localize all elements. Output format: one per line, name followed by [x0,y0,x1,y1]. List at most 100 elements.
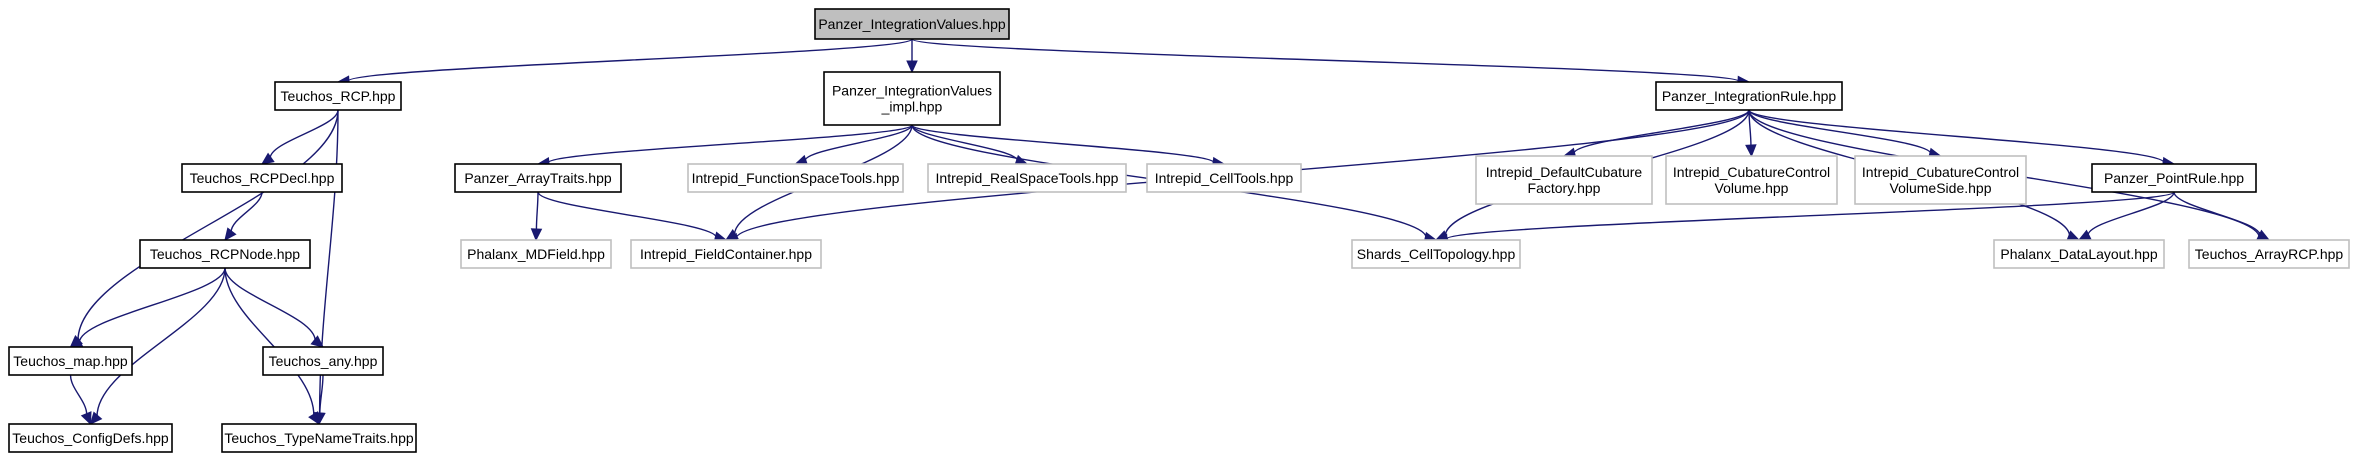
arrowhead [906,60,918,74]
edge-line [911,124,1215,164]
node-box [814,8,1010,40]
edge-rcp-to-map [69,109,339,348]
node-label: Intrepid_FunctionSpaceTools.hpp [692,170,900,186]
edge-rcpnode-to-typename [224,267,320,426]
node-rstools: Intrepid_RealSpaceTools.hpp [927,163,1127,193]
node-configdefs[interactable]: Teuchos_ConfigDefs.hpp [8,423,173,453]
edge-line [78,267,226,343]
node-mdfield: Phalanx_MDField.hpp [460,239,612,269]
edge-line [224,267,315,416]
edge-impl-to-fstools [794,124,913,166]
node-box [687,163,904,193]
node-label: Teuchos_ConfigDefs.hpp [12,430,169,446]
edge-map-to-configdefs [69,374,92,426]
node-label: Teuchos_RCPNode.hpp [150,246,300,262]
edge-line [1445,191,2175,241]
edge-line [1573,109,1750,154]
node-label: Teuchos_ArrayRCP.hpp [2195,246,2344,262]
edge-root-to-irule [911,38,1751,88]
node-map[interactable]: Teuchos_map.hpp [8,346,133,376]
node-label: Panzer_ArrayTraits.hpp [464,170,612,186]
edge-line [804,124,913,162]
nodes-layer: Panzer_IntegrationValues.hppTeuchos_RCP.… [8,8,2350,453]
edge-rcpnode-to-map [69,267,226,348]
node-celltools: Intrepid_CellTools.hpp [1146,163,1302,193]
edge-line [347,38,913,82]
node-datalayout: Phalanx_DataLayout.hpp [1993,239,2165,269]
node-box [181,163,343,193]
edge-line [1748,109,1932,155]
node-box [8,346,133,376]
edge-line [224,267,316,341]
node-label: Panzer_IntegrationRule.hpp [1662,88,1837,104]
node-box [460,239,612,269]
node-box [2091,163,2257,193]
node-box [1655,81,1843,111]
node-box [454,163,622,193]
node-pointrule[interactable]: Panzer_PointRule.hpp [2091,163,2257,193]
node-label: _impl.hpp [881,99,943,115]
node-irule[interactable]: Panzer_IntegrationRule.hpp [1655,81,1843,111]
node-label: Panzer_IntegrationValues [832,83,992,99]
node-box [1475,155,1653,205]
edge-line [230,191,263,233]
node-label: Intrepid_DefaultCubature [1486,164,1643,180]
node-fieldcontainer: Intrepid_FieldContainer.hpp [630,239,822,269]
edge-line [269,109,339,159]
node-impl[interactable]: Panzer_IntegrationValues_impl.hpp [823,71,1001,126]
edge-line [537,191,718,238]
node-label: Teuchos_RCPDecl.hpp [190,170,335,186]
node-label: Intrepid_RealSpaceTools.hpp [936,170,1119,186]
node-label: Teuchos_map.hpp [13,353,128,369]
edge-line [1748,109,2165,164]
node-label: Panzer_PointRule.hpp [2104,170,2244,186]
node-label: Phalanx_DataLayout.hpp [2000,246,2157,262]
node-any[interactable]: Teuchos_any.hpp [262,346,384,376]
edge-arraytraits-to-fieldcontainer [537,191,728,243]
node-box [1854,155,2027,205]
node-box [1665,155,1838,205]
node-rcpnode[interactable]: Teuchos_RCPNode.hpp [139,239,311,269]
node-label: Intrepid_CubatureControl [1862,164,2019,180]
edge-line [96,267,226,417]
node-box [1993,239,2165,269]
node-root[interactable]: Panzer_IntegrationValues.hpp [814,8,1010,40]
node-label: Panzer_IntegrationValues.hpp [818,16,1006,32]
node-label: Shards_CellTopology.hpp [1357,246,1516,262]
arrowhead [261,152,275,165]
arrowhead [1745,144,1757,158]
node-label: Teuchos_any.hpp [269,353,378,369]
node-box [823,71,1001,126]
arrowhead [80,411,92,426]
node-box [1146,163,1302,193]
node-box [927,163,1127,193]
node-label: Intrepid_CellTools.hpp [1155,170,1294,186]
edge-any-to-typename [314,374,326,426]
node-celltopology: Shards_CellTopology.hpp [1351,239,1521,269]
edge-line [547,124,913,164]
node-box [8,423,173,453]
node-label: VolumeSide.hpp [1890,180,1992,196]
node-box [1351,239,1521,269]
node-box [221,423,417,453]
edge-line [2087,191,2175,236]
edge-line [77,109,339,341]
node-rcpdecl[interactable]: Teuchos_RCPDecl.hpp [181,163,343,193]
edge-line [535,191,539,231]
arrowhead [224,227,237,241]
edge-rcpdecl-to-rcpnode [224,191,263,241]
node-arraytraits[interactable]: Panzer_ArrayTraits.hpp [454,163,622,193]
node-box [274,81,402,111]
node-typename[interactable]: Teuchos_TypeNameTraits.hpp [221,423,417,453]
node-rcp[interactable]: Teuchos_RCP.hpp [274,81,402,111]
node-label: Teuchos_RCP.hpp [281,88,396,104]
node-box [139,239,311,269]
edge-rcpnode-to-any [224,267,324,348]
edge-root-to-impl [906,39,918,74]
node-label: Teuchos_TypeNameTraits.hpp [224,430,414,446]
node-label: Volume.hpp [1715,180,1789,196]
